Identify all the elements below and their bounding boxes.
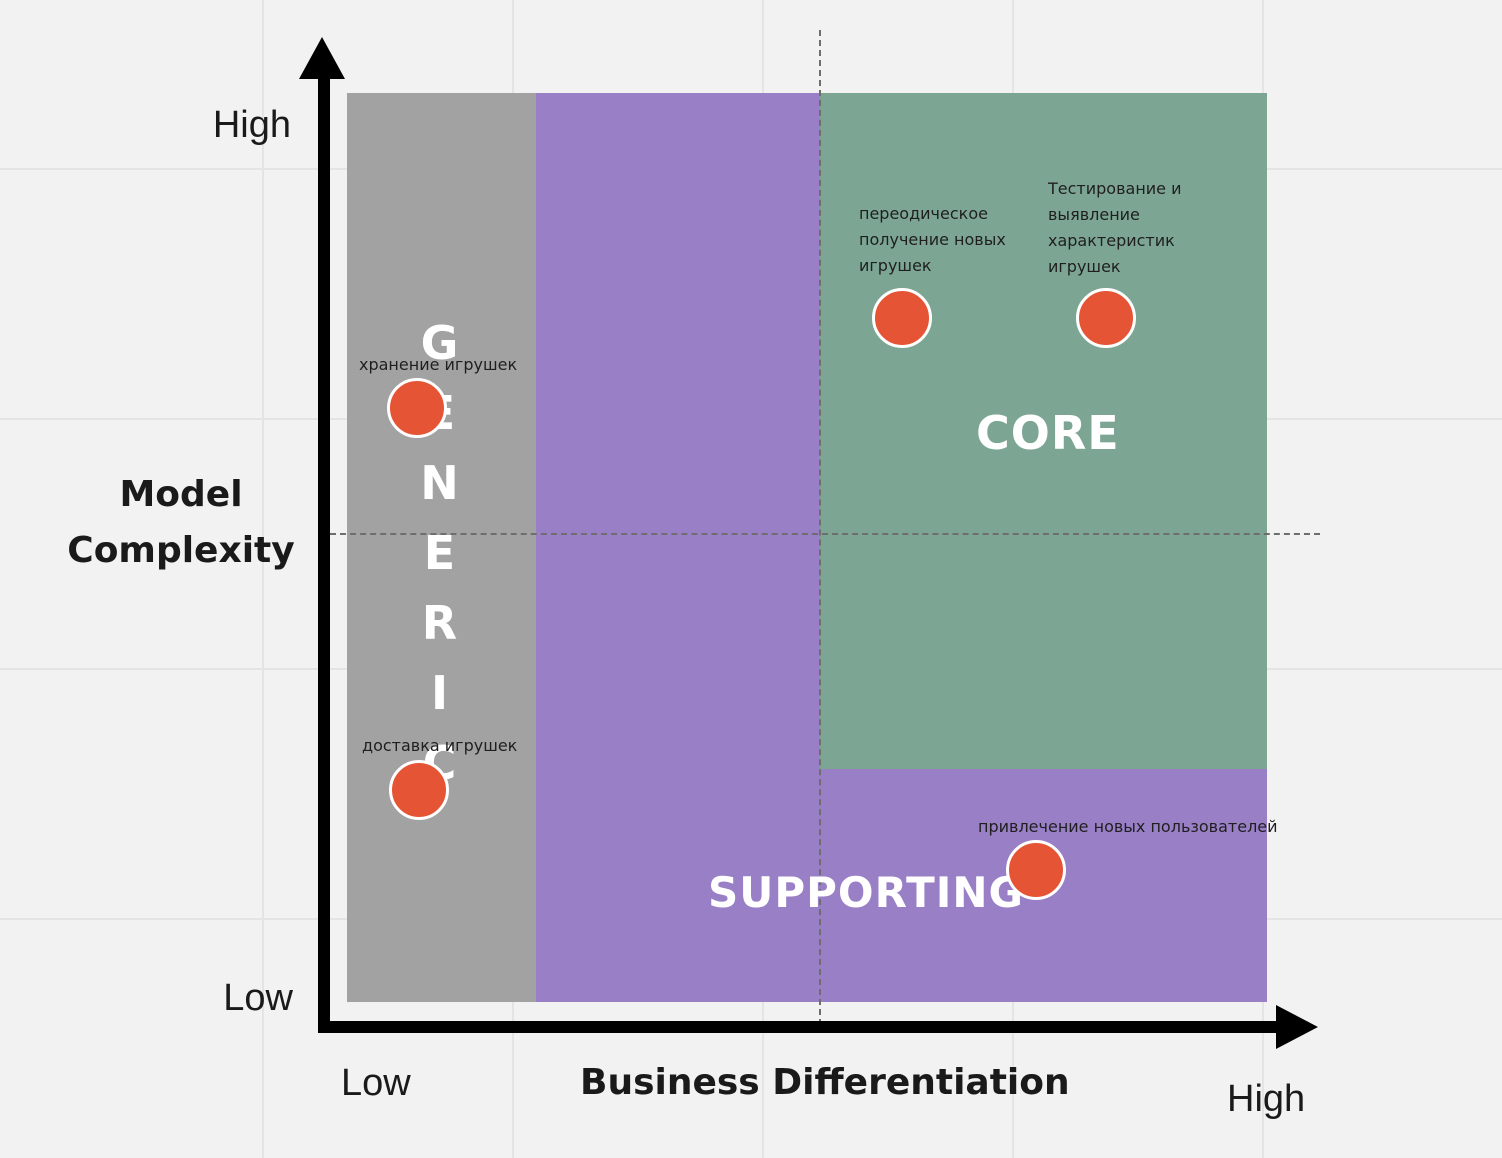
horizontal-divider-line: [330, 533, 1320, 535]
periodic-item-label: переодическое получение новых игрушек: [859, 204, 1006, 275]
x-axis-high-label: High: [1227, 1078, 1306, 1120]
storage-item-dot[interactable]: [387, 378, 447, 438]
y-axis-arrow-icon: [299, 37, 345, 79]
y-axis-high-label: High: [212, 104, 291, 146]
delivery-item-dot[interactable]: [389, 760, 449, 820]
core-zone-label: CORE: [976, 406, 1120, 460]
delivery-item-label: доставка игрушек: [362, 736, 518, 755]
x-axis-line: [318, 1021, 1283, 1033]
grid-line: [262, 0, 264, 1158]
x-axis-arrow-icon: [1276, 1005, 1318, 1049]
testing-item-dot[interactable]: [1076, 288, 1136, 348]
x-axis-title: Business Differentiation: [580, 1062, 1070, 1103]
acquisition-item-dot[interactable]: [1006, 840, 1066, 900]
testing-item-label: Тестирование и выявление характеристик и…: [1048, 179, 1182, 276]
x-axis-low-label: Low: [341, 1062, 411, 1104]
supporting-zone-label: SUPPORTING: [708, 868, 1024, 917]
supporting-zone-upper[interactable]: [536, 93, 821, 770]
y-axis-line: [318, 70, 330, 1032]
vertical-divider-line: [819, 30, 821, 1025]
storage-item-label: хранение игрушек: [359, 355, 518, 374]
acquisition-item-label: привлечение новых пользователей: [978, 817, 1278, 836]
generic-zone-label: GENERIC: [420, 316, 460, 790]
y-axis-title: Model Complexity: [67, 474, 295, 571]
generic-zone[interactable]: [347, 93, 537, 1002]
supporting-zone[interactable]: [536, 769, 1267, 1002]
periodic-item-dot[interactable]: [872, 288, 932, 348]
y-axis-low-label: Low: [223, 977, 293, 1019]
core-zone[interactable]: [820, 93, 1267, 770]
